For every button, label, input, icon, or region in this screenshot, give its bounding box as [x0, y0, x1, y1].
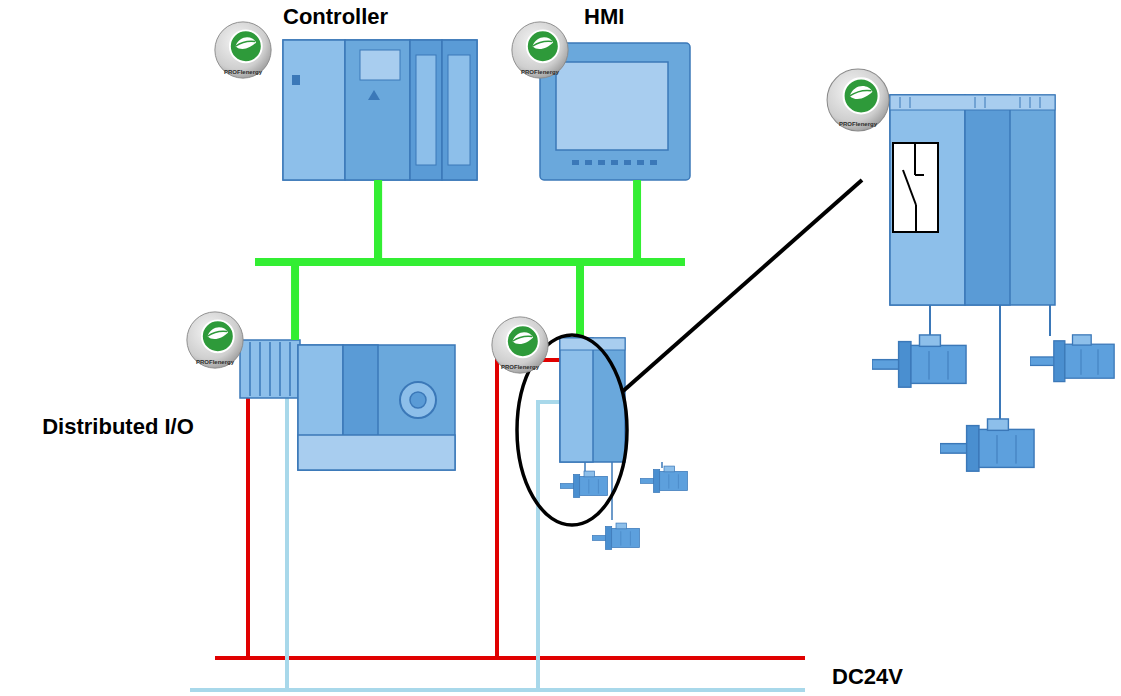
drive-system-zoom: [872, 95, 1114, 471]
logo-text: PROFIenergy: [196, 359, 234, 365]
logo-text: PROFIenergy: [521, 69, 559, 75]
network-bus: [378, 180, 637, 262]
switch-contact: [903, 143, 924, 232]
network-bus: [295, 180, 378, 340]
voltage-label: DC24V: [832, 664, 903, 690]
power-rails: [190, 360, 805, 690]
switch-symbol: [893, 143, 938, 232]
io-box: Distributed I/O: [240, 340, 455, 470]
device-label: Distributed I/O: [18, 414, 218, 439]
logo-text: PROFIenergy: [501, 364, 539, 370]
profienergy-badges: [187, 22, 889, 373]
device-label: HMI: [584, 4, 624, 29]
drive-system: [560, 338, 688, 549]
leader-line: [622, 180, 862, 392]
controller-device: [283, 40, 477, 180]
distributed-io-device: [240, 340, 455, 470]
bus-line: [255, 262, 685, 340]
logo-text: PROFIenergy: [839, 121, 877, 127]
logo-text: PROFIenergy: [224, 69, 262, 75]
controller-box: Controller: [283, 40, 477, 180]
device-label: Controller: [283, 4, 388, 29]
hmi-box: HMI: [540, 43, 690, 180]
